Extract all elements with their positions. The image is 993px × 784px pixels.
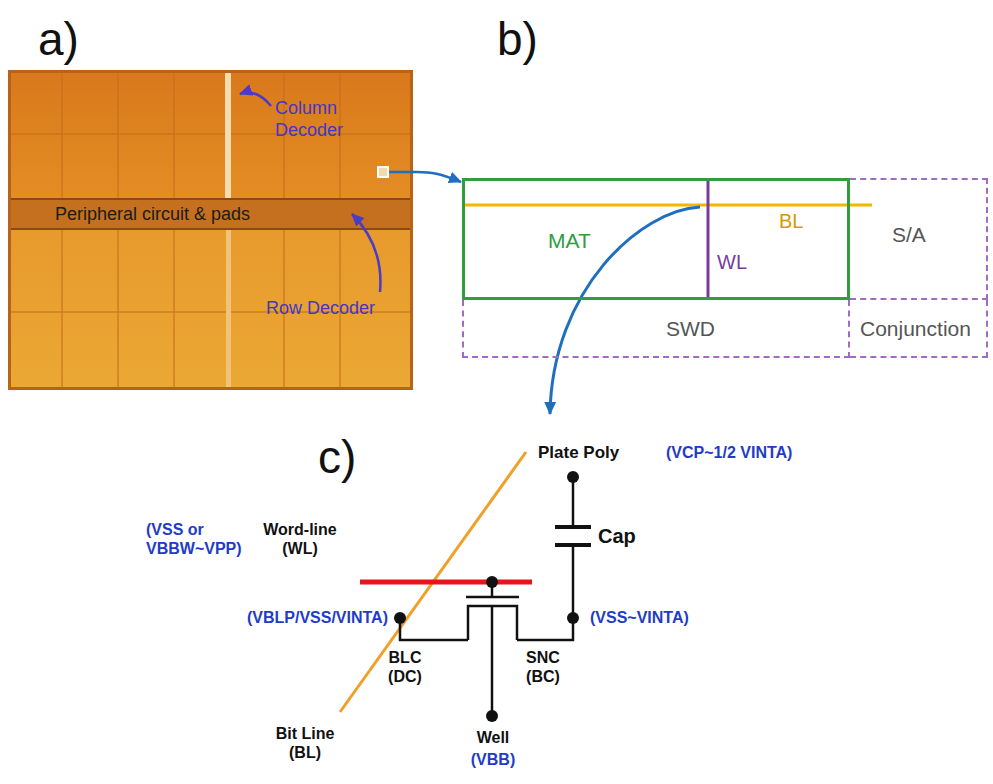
die-seam: [173, 230, 175, 390]
column-decoder-strip: [226, 230, 231, 390]
pointer-arrow: [240, 93, 271, 107]
source-wire: [517, 618, 573, 640]
capacitor-plate: [555, 543, 591, 547]
panel-label: c): [318, 430, 356, 485]
word-line: [360, 580, 532, 585]
mat-box: MAT WL BL: [462, 178, 850, 300]
node-dot: [486, 576, 498, 588]
component-name: Cap: [598, 524, 636, 548]
region-label: Peripheral circuit & pads: [55, 204, 250, 226]
decoder-label: Row Decoder: [266, 298, 375, 320]
zoom-leader: [389, 171, 414, 174]
storage-wire: [572, 545, 575, 618]
band-edge: [8, 198, 413, 200]
block-label: Conjunction: [860, 316, 971, 341]
terminal-name: Plate Poly: [538, 443, 619, 463]
column-decoder-strip: [225, 70, 231, 198]
zoom-arrow: [413, 172, 461, 182]
voltage-label: (VBLP/VSS/VINTA): [176, 608, 388, 627]
plate-wire: [572, 477, 575, 527]
node-dot: [567, 612, 579, 624]
voltage-label: (VSS~VINTA): [590, 608, 689, 627]
die-seam: [8, 133, 413, 135]
die-seam: [117, 230, 119, 390]
die-photo-region: Column DecoderPeripheral circuit & padsR…: [8, 70, 413, 390]
capacitor-plate: [555, 525, 591, 529]
voltage-label: (VSS or VBBW~VPP): [146, 520, 254, 558]
die-edge: [10, 72, 412, 389]
decoder-label: Column Decoder: [275, 98, 357, 141]
conjunction-box: Conjunction: [850, 300, 988, 358]
panel-label: a): [38, 12, 79, 67]
signal-name: Word-line (WL): [255, 520, 345, 558]
bit-line: [462, 204, 872, 207]
terminal-name: Well: [466, 728, 520, 747]
contact-name: SNC (BC): [511, 648, 575, 686]
body-wire: [491, 606, 494, 716]
sense-amp-box: S/A: [850, 178, 988, 300]
sub-wordline-driver-box: SWD: [462, 300, 850, 358]
gate-plate: [466, 596, 519, 599]
voltage-label: (VBB): [453, 750, 533, 769]
block-label: SWD: [666, 316, 715, 341]
zoom-square: [378, 167, 388, 177]
die-photo: [8, 70, 413, 390]
contact-name: BLC (DC): [373, 648, 437, 686]
node-dot: [394, 612, 406, 624]
line-label: WL: [717, 250, 747, 274]
die-seam: [61, 230, 63, 390]
word-line: [707, 179, 710, 299]
drain-wire: [400, 618, 468, 640]
block-label: S/A: [892, 222, 926, 247]
pointer-arrow: [352, 214, 380, 292]
band-edge: [8, 228, 413, 230]
block-label: MAT: [548, 228, 591, 253]
voltage-label: (VCP~1/2 VINTA): [666, 443, 792, 462]
signal-name: Bit Line (BL): [266, 724, 344, 762]
line-label: BL: [779, 209, 803, 233]
node-dot: [567, 471, 579, 483]
panel-label: b): [497, 12, 538, 67]
node-dot: [486, 710, 498, 722]
